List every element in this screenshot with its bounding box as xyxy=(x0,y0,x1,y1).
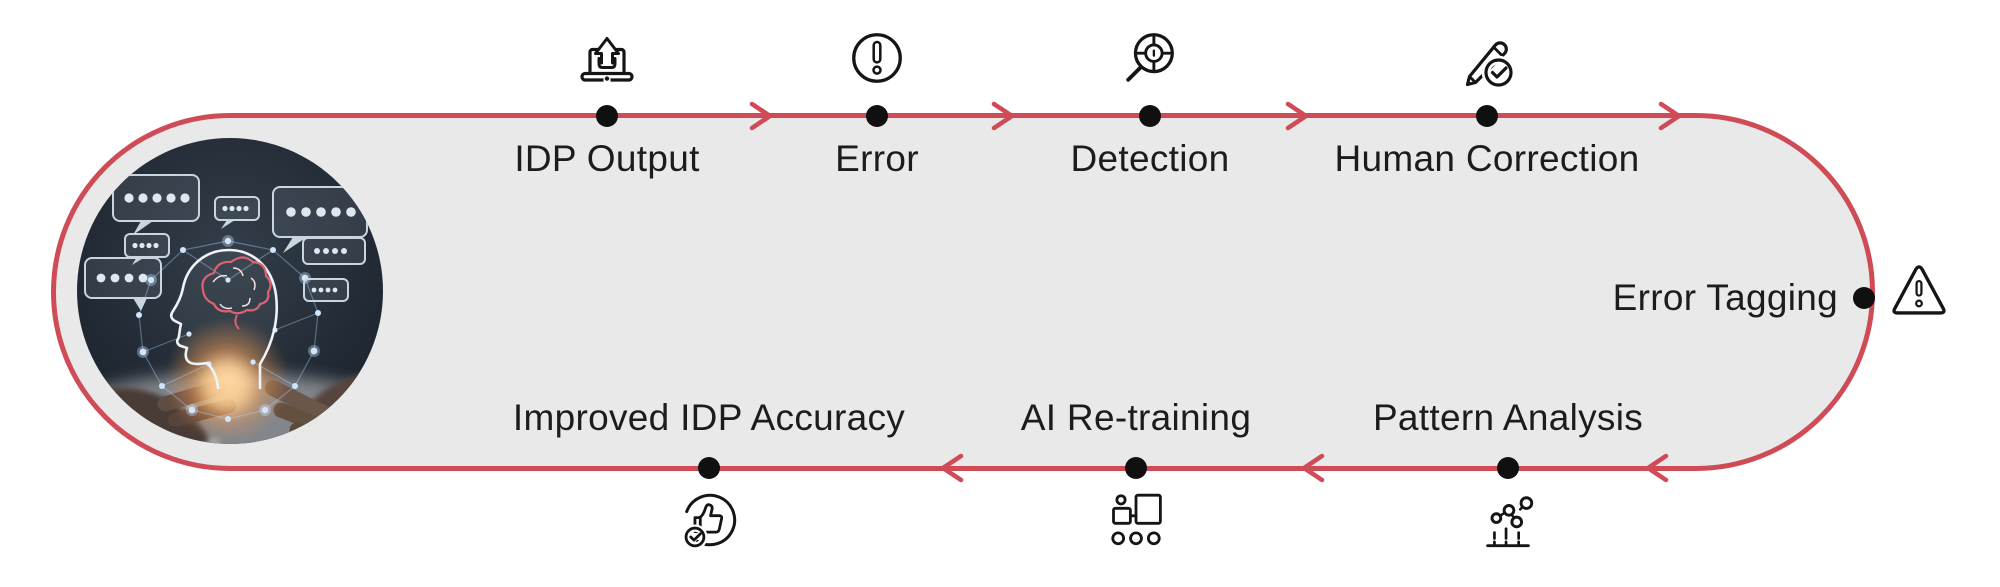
step-label: Error xyxy=(835,138,919,179)
node-dot xyxy=(866,105,888,127)
warning-triangle-icon xyxy=(1889,261,1949,322)
step-idp-output: IDP Output xyxy=(387,0,827,210)
node-dot xyxy=(1125,457,1147,479)
scatter-chart-icon xyxy=(1477,490,1539,557)
flow-arrow-right xyxy=(991,101,1015,131)
flow-arrow-right xyxy=(1285,101,1309,131)
step-label: IDP Output xyxy=(514,138,700,179)
flow-arrow-left xyxy=(1301,453,1325,483)
target-search-icon xyxy=(1119,27,1181,94)
laptop-upload-icon xyxy=(575,27,639,96)
flow-arrow-right xyxy=(1658,101,1682,131)
node-dot xyxy=(1476,105,1498,127)
node-dot xyxy=(596,105,618,127)
thumbs-up-check-icon xyxy=(678,490,740,557)
ai-brain-photo xyxy=(77,138,383,444)
step-improved-idp-accuracy: Improved IDP Accuracy xyxy=(479,387,939,587)
flow-arrow-right xyxy=(749,101,773,131)
step-label: Detection xyxy=(1070,138,1230,179)
step-label: AI Re-training xyxy=(1020,397,1252,438)
step-label-error-tagging: Error Tagging xyxy=(1612,277,1838,318)
pencil-check-icon xyxy=(1455,27,1519,96)
step-label: Pattern Analysis xyxy=(1372,397,1644,438)
glowing-head-icon xyxy=(169,248,278,390)
step-detection: Detection xyxy=(930,0,1370,210)
step-label: Human Correction xyxy=(1334,138,1640,179)
speech-bubble-dots xyxy=(96,193,356,293)
step-error: Error xyxy=(657,0,1097,210)
node-dot xyxy=(1139,105,1161,127)
node-dot xyxy=(1497,457,1519,479)
exclamation-circle-icon xyxy=(846,27,908,94)
flow-arrow-left xyxy=(1645,453,1669,483)
step-human-correction: Human Correction xyxy=(1267,0,1707,210)
step-pattern-analysis: Pattern Analysis xyxy=(1278,387,1738,587)
node-dot xyxy=(1853,287,1875,309)
flow-arrow-left xyxy=(940,453,964,483)
node-dot xyxy=(698,457,720,479)
blocks-flow-icon xyxy=(1106,490,1166,555)
step-ai-retraining: AI Re-training xyxy=(906,387,1366,587)
step-label: Improved IDP Accuracy xyxy=(512,397,906,438)
